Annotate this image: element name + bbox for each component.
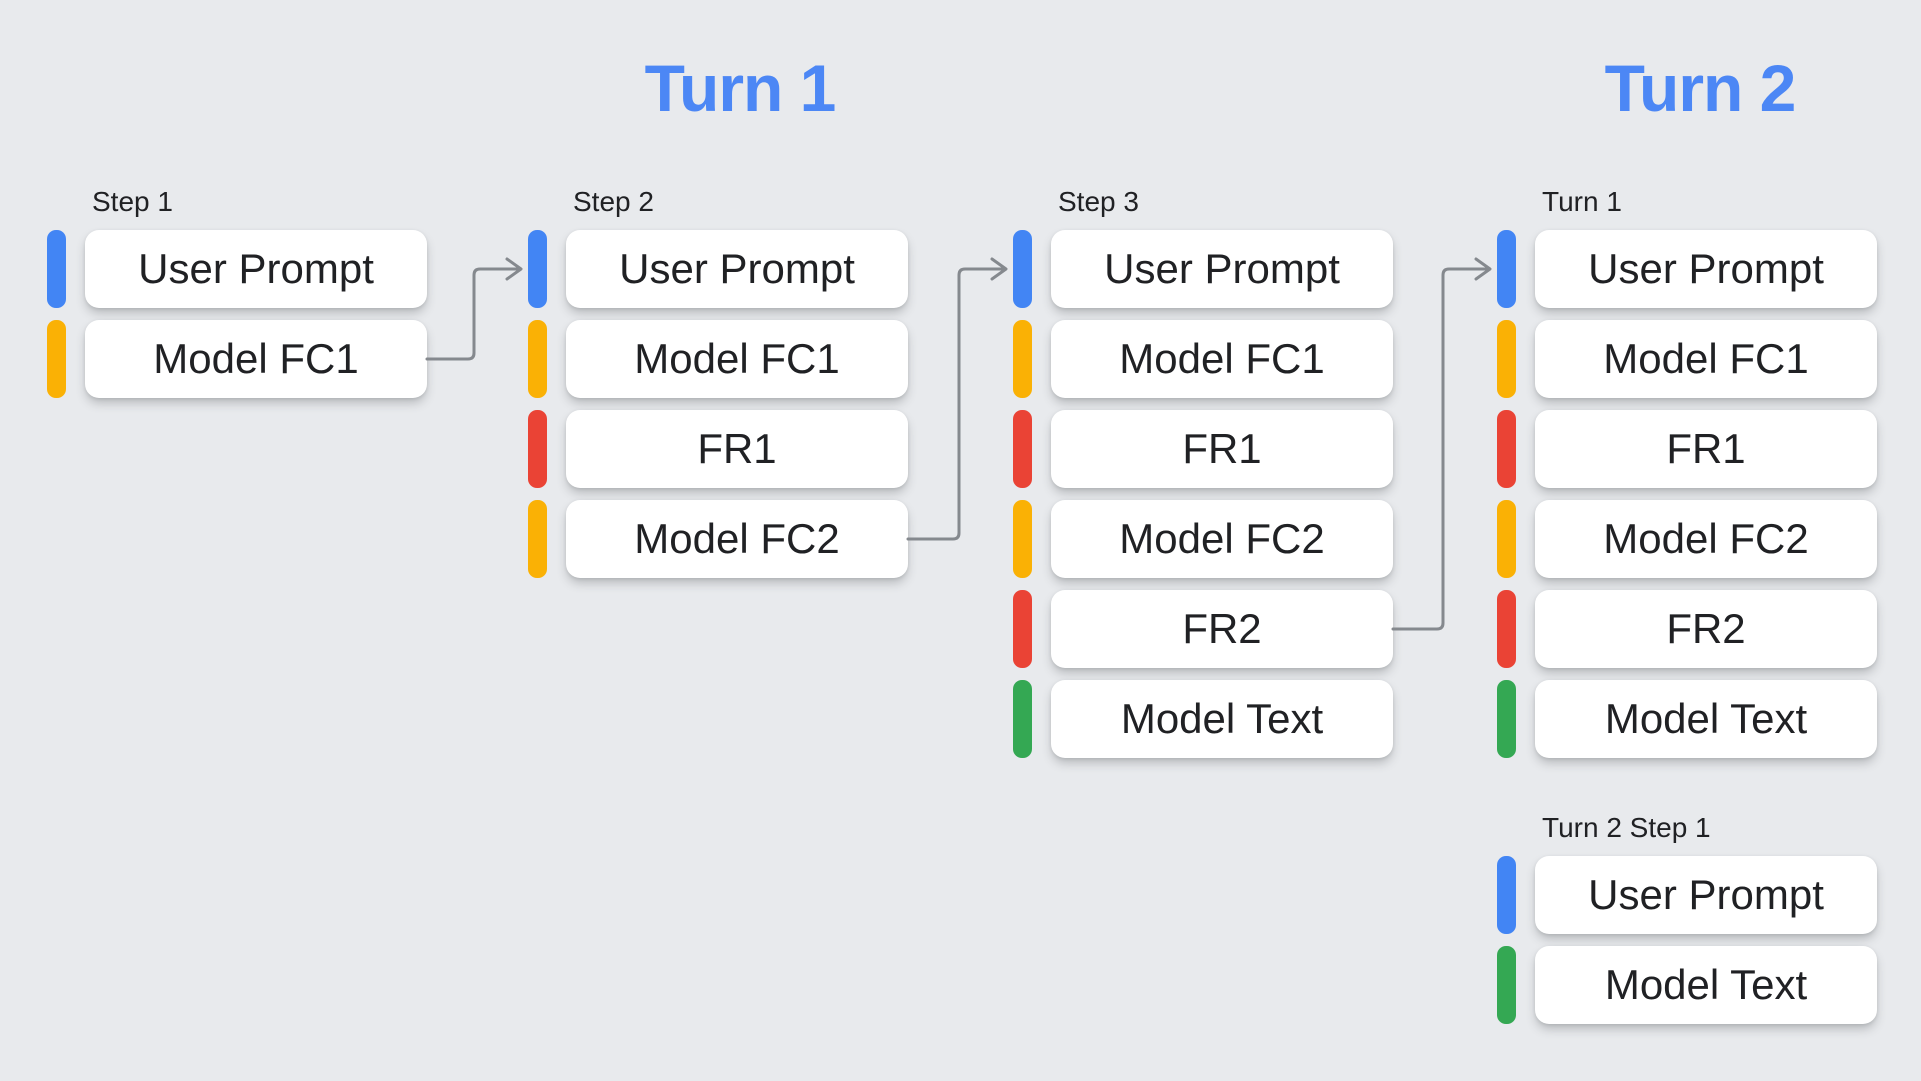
yellow-role-bar — [528, 320, 547, 398]
card-fr1: FR1 — [1535, 410, 1877, 488]
red-role-bar — [528, 410, 547, 488]
card-label: Model FC1 — [153, 335, 359, 382]
card-label: User Prompt — [1588, 245, 1824, 292]
yellow-role-bar — [1497, 320, 1516, 398]
arrow-line — [425, 267, 520, 361]
yellow-role-bar — [1013, 500, 1032, 578]
card-user-prompt: User Prompt — [566, 230, 908, 308]
card-label: FR1 — [1182, 425, 1262, 472]
green-role-bar — [1013, 680, 1032, 758]
arrow-line — [1391, 267, 1489, 631]
card-model-fc1: Model FC1 — [1051, 320, 1393, 398]
card-label: FR2 — [1666, 605, 1746, 652]
flow-arrow-3 — [1391, 257, 1492, 631]
flow-arrow-1 — [425, 257, 523, 361]
card-label: Model FC2 — [634, 515, 840, 562]
red-role-bar — [1497, 590, 1516, 668]
blue-role-bar — [1497, 856, 1516, 934]
card-label: Model Text — [1604, 695, 1808, 742]
card-label: FR1 — [697, 425, 777, 472]
card-user-prompt: User Prompt — [1535, 856, 1877, 934]
card-label: FR2 — [1182, 605, 1262, 652]
column-label-step-1: Step 1 — [92, 186, 173, 217]
title-turn-2: Turn 2 — [1604, 51, 1797, 125]
card-user-prompt: User Prompt — [85, 230, 427, 308]
flow-arrow-2 — [906, 257, 1008, 541]
title-turn-1: Turn 1 — [644, 51, 837, 125]
card-model-text: Model Text — [1535, 946, 1877, 1024]
card-label: FR1 — [1666, 425, 1746, 472]
card-label: Model FC2 — [1119, 515, 1325, 562]
column-label-turn-1: Turn 1 — [1542, 186, 1622, 217]
arrow-line — [906, 267, 1005, 541]
arrowhead-icon — [505, 257, 523, 281]
green-role-bar — [1497, 946, 1516, 1024]
yellow-role-bar — [47, 320, 66, 398]
card-model-fc2: Model FC2 — [1535, 500, 1877, 578]
card-label: User Prompt — [1588, 871, 1824, 918]
card-label: Model FC1 — [1119, 335, 1325, 382]
card-model-fc2: Model FC2 — [1051, 500, 1393, 578]
card-model-fc1: Model FC1 — [566, 320, 908, 398]
red-role-bar — [1013, 590, 1032, 668]
card-label: User Prompt — [1104, 245, 1340, 292]
card-label: Model Text — [1604, 961, 1808, 1008]
column-label-turn-2-step-1: Turn 2 Step 1 — [1542, 812, 1711, 843]
card-label: User Prompt — [138, 245, 374, 292]
card-fr2: FR2 — [1051, 590, 1393, 668]
card-model-text: Model Text — [1051, 680, 1393, 758]
blue-role-bar — [1013, 230, 1032, 308]
arrowhead-icon — [1474, 257, 1492, 281]
card-label: Model FC2 — [1603, 515, 1809, 562]
card-fr1: FR1 — [566, 410, 908, 488]
card-model-text: Model Text — [1535, 680, 1877, 758]
card-model-fc1: Model FC1 — [1535, 320, 1877, 398]
yellow-role-bar — [1013, 320, 1032, 398]
arrowhead-icon — [990, 257, 1008, 281]
green-role-bar — [1497, 680, 1516, 758]
red-role-bar — [1013, 410, 1032, 488]
card-user-prompt: User Prompt — [1535, 230, 1877, 308]
red-role-bar — [1497, 410, 1516, 488]
blue-role-bar — [1497, 230, 1516, 308]
blue-role-bar — [47, 230, 66, 308]
card-label: Model FC1 — [1603, 335, 1809, 382]
card-label: Model Text — [1120, 695, 1324, 742]
card-model-fc1: Model FC1 — [85, 320, 427, 398]
yellow-role-bar — [1497, 500, 1516, 578]
blue-role-bar — [528, 230, 547, 308]
card-fr1: FR1 — [1051, 410, 1393, 488]
column-label-step-3: Step 3 — [1058, 186, 1139, 217]
yellow-role-bar — [528, 500, 547, 578]
card-user-prompt: User Prompt — [1051, 230, 1393, 308]
card-label: Model FC1 — [634, 335, 840, 382]
card-label: User Prompt — [619, 245, 855, 292]
card-fr2: FR2 — [1535, 590, 1877, 668]
column-label-step-2: Step 2 — [573, 186, 654, 217]
card-model-fc2: Model FC2 — [566, 500, 908, 578]
